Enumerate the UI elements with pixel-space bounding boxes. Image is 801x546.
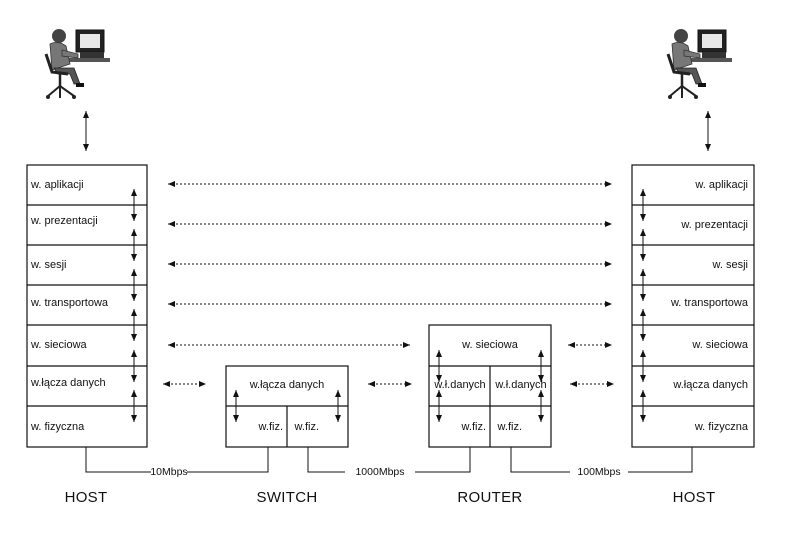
device-name-router: ROUTER: [457, 489, 522, 506]
link-speed-switch-router: 1000Mbps: [355, 466, 404, 478]
layer-session: w. sesji: [712, 259, 748, 271]
layer-data-link: w.łącza danych: [30, 377, 106, 389]
switch-phys-right: w.fiz.: [294, 421, 319, 433]
physical-links: 10Mbps 1000Mbps 100Mbps: [85, 447, 693, 478]
layer-session: w. sesji: [30, 259, 66, 271]
link-speed-host-switch: 10Mbps: [150, 466, 187, 478]
layer-network: w. sieciowa: [30, 339, 88, 351]
computer-user-icon: [44, 29, 110, 99]
computer-user-icon: [666, 29, 732, 99]
router-phys-left: w.fiz.: [461, 421, 486, 433]
link-speed-router-host: 100Mbps: [577, 466, 620, 478]
router-data-link-left: w.ł.danych: [433, 379, 485, 391]
router-phys-right: w.fiz.: [497, 421, 522, 433]
layer-application: w. aplikacji: [30, 179, 84, 191]
router-data-link-right: w.ł.danych: [494, 379, 546, 391]
layer-transport: w. transportowa: [30, 297, 109, 309]
device-name-right-host: HOST: [673, 489, 716, 506]
device-name-switch: SWITCH: [257, 489, 318, 506]
layer-transport: w. transportowa: [670, 297, 749, 309]
router-network: w. sieciowa: [461, 339, 519, 351]
switch-data-link: w.łącza danych: [249, 379, 325, 391]
switch-stack: w.łącza danych w.fiz. w.fiz.: [225, 365, 349, 448]
right-host-stack: w. aplikacji w. prezentacji w. sesji w. …: [631, 164, 755, 448]
router-stack: w. sieciowa w.ł.danych w.ł.danych w.fiz.…: [428, 324, 552, 448]
peer-connections: [163, 181, 614, 387]
layer-data-link: w.łącza danych: [672, 379, 748, 391]
device-name-left-host: HOST: [65, 489, 108, 506]
layer-presentation: w. prezentacji: [680, 219, 748, 231]
layer-presentation: w. prezentacji: [30, 215, 98, 227]
layer-network: w. sieciowa: [691, 339, 749, 351]
layer-application: w. aplikacji: [694, 179, 748, 191]
switch-phys-left: w.fiz.: [258, 421, 283, 433]
layer-physical: w. fizyczna: [694, 421, 749, 433]
layer-physical: w. fizyczna: [30, 421, 85, 433]
left-host-stack: w. aplikacji w. prezentacji w. sesji w. …: [26, 164, 148, 448]
